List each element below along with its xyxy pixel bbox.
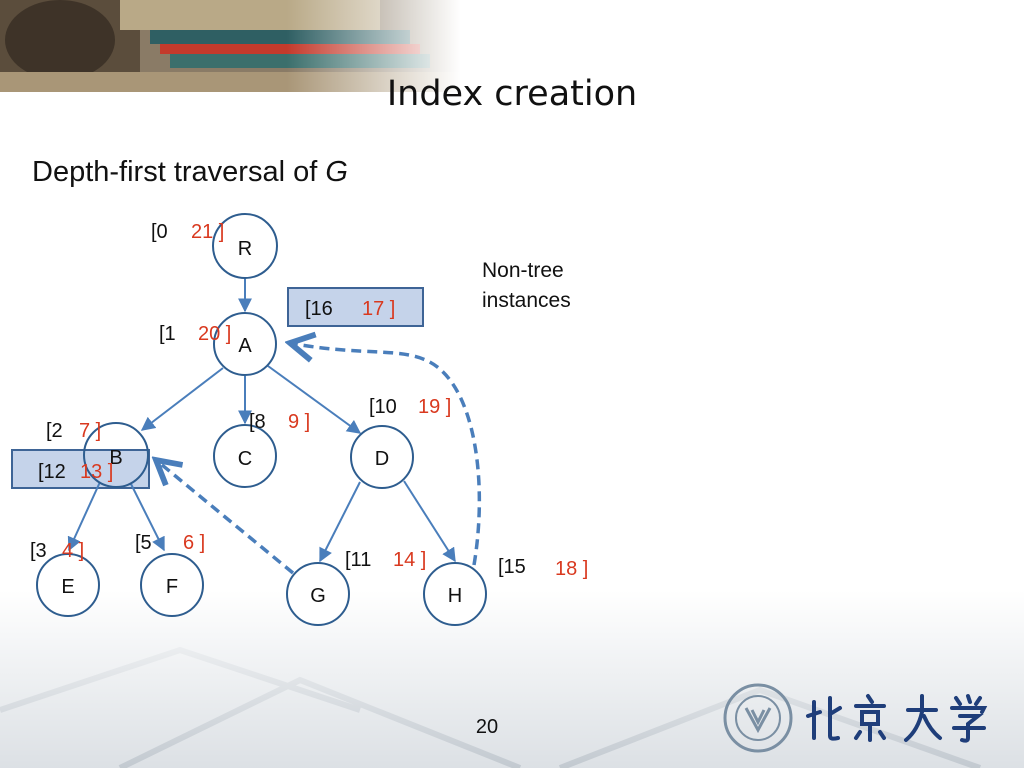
non-tree-edge-g-b bbox=[156, 460, 295, 575]
node-f: F bbox=[140, 553, 204, 617]
node-label-f: F bbox=[166, 576, 178, 598]
interval-end-a: 20 ] bbox=[198, 323, 231, 345]
interval-start-h: [15 bbox=[498, 556, 526, 578]
interval-start-b: [2 bbox=[46, 420, 63, 442]
node-label-b: B bbox=[109, 447, 122, 469]
interval-start-f: [5 bbox=[135, 532, 152, 554]
node-g: G bbox=[286, 562, 350, 626]
box-end-h-a: 17 ] bbox=[362, 298, 395, 320]
edge-a-d bbox=[267, 365, 362, 434]
node-e: E bbox=[36, 553, 100, 617]
graph-variable: G bbox=[325, 156, 348, 188]
interval-end-f: 6 ] bbox=[183, 532, 205, 554]
node-label-r: R bbox=[238, 238, 252, 260]
node-a: A bbox=[213, 312, 277, 376]
interval-end-g: 14 ] bbox=[393, 549, 426, 571]
node-label-d: D bbox=[375, 448, 389, 470]
note-line-2: instances bbox=[482, 289, 571, 312]
interval-start-a: [1 bbox=[159, 323, 176, 345]
node-label-g: G bbox=[310, 585, 326, 607]
edge-d-h bbox=[403, 480, 456, 563]
subtitle-text: Depth-first traversal of bbox=[32, 156, 326, 188]
node-h: H bbox=[423, 562, 487, 626]
footer-background bbox=[0, 590, 1024, 768]
node-label-c: C bbox=[238, 448, 252, 470]
header-photo-banner bbox=[0, 0, 1024, 92]
box-start-h-a: [16 bbox=[305, 298, 333, 320]
interval-end-b: 7 ] bbox=[79, 420, 101, 442]
node-r: R bbox=[212, 213, 278, 279]
slide-subtitle: Depth-first traversal of G bbox=[32, 156, 348, 189]
edge-b-e bbox=[67, 481, 101, 552]
node-b: B bbox=[83, 422, 149, 488]
non-tree-instances-note: Non-tree instances bbox=[482, 256, 571, 316]
interval-start-c: [8 bbox=[249, 411, 266, 433]
interval-end-e: 4 ] bbox=[62, 540, 84, 562]
box-start-g-b: [12 bbox=[38, 461, 66, 483]
interval-end-r: 21 ] bbox=[191, 221, 224, 243]
interval-end-c: 9 ] bbox=[288, 411, 310, 433]
node-d: D bbox=[350, 425, 414, 489]
edge-d-g bbox=[319, 481, 361, 563]
node-label-a: A bbox=[238, 335, 252, 357]
slide-title: Index creation bbox=[386, 74, 638, 114]
node-label-h: H bbox=[448, 585, 462, 607]
interval-end-d: 19 ] bbox=[418, 396, 451, 418]
non-tree-box-h-a bbox=[287, 287, 424, 327]
note-line-1: Non-tree bbox=[482, 259, 564, 282]
interval-start-e: [3 bbox=[30, 540, 47, 562]
page-number: 20 bbox=[475, 716, 499, 738]
edge-a-b bbox=[140, 367, 224, 431]
interval-end-h: 18 ] bbox=[555, 558, 588, 580]
edge-b-f bbox=[130, 483, 165, 552]
non-tree-box-g-b bbox=[11, 449, 150, 489]
box-end-g-b: 13 ] bbox=[80, 461, 113, 483]
interval-start-r: [0 bbox=[151, 221, 168, 243]
interval-start-g: [11 bbox=[345, 549, 371, 571]
node-label-e: E bbox=[61, 576, 74, 598]
peking-university-logo bbox=[723, 683, 988, 753]
interval-start-d: [10 bbox=[369, 396, 397, 418]
node-c: C bbox=[213, 424, 277, 488]
